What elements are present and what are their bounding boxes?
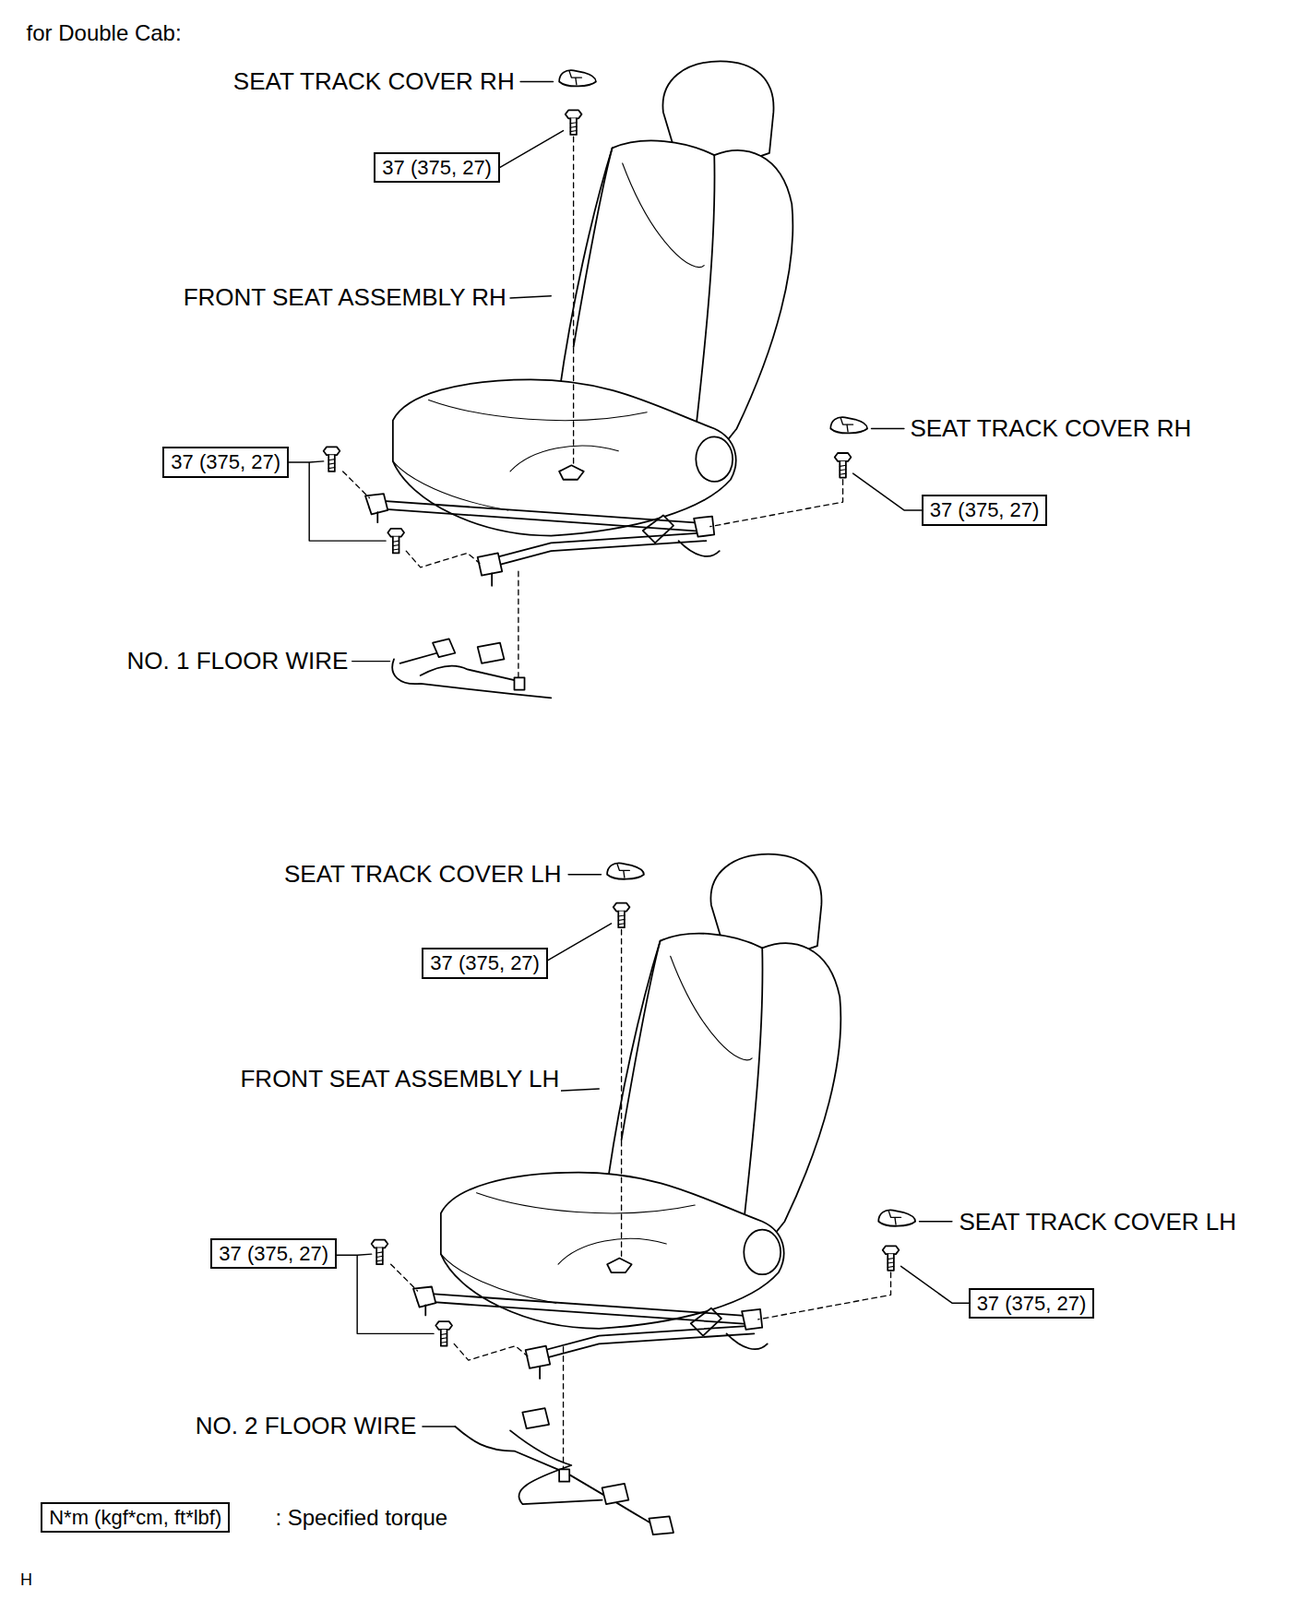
node-text: 37 (375, 27) [218, 1241, 329, 1265]
node-text: 37 (375, 27) [170, 450, 281, 474]
node-text: 37 (375, 27) [381, 155, 492, 179]
node-text: 37 (375, 27) [977, 1291, 1087, 1315]
torque-box: 37 (375, 27) [421, 947, 549, 978]
node-text: 37 (375, 27) [429, 951, 540, 975]
node-text: 37 (375, 27) [929, 498, 1040, 522]
part-label: NO. 2 FLOOR WIRE [193, 1412, 419, 1441]
part-label: FRONT SEAT ASSEMBLY LH [238, 1065, 561, 1094]
part-label: SEAT TRACK COVER LH [956, 1208, 1239, 1237]
part-label: SEAT TRACK COVER RH [907, 415, 1193, 443]
torque-box: 37 (375, 27) [162, 446, 289, 477]
floor-wire-2 [422, 1346, 674, 1535]
part-label: SEAT TRACK COVER RH [231, 68, 517, 96]
torque-box: 37 (375, 27) [921, 494, 1049, 525]
diagram-title: for Double Cab: [24, 20, 184, 47]
part-label: NO. 1 FLOOR WIRE [125, 647, 351, 676]
part-label: H [18, 1570, 35, 1590]
part-label: FRONT SEAT ASSEMBLY RH [181, 284, 509, 312]
seat-lh-drawing [336, 854, 970, 1379]
node-text: N*m (kgf*cm, ft*lbf) [48, 1505, 222, 1529]
seat-rh-drawing [288, 60, 922, 585]
torque-box: 37 (375, 27) [373, 152, 501, 183]
torque-box: 37 (375, 27) [968, 1287, 1096, 1319]
part-label: : Specified torque [273, 1504, 450, 1531]
part-label: SEAT TRACK COVER LH [282, 860, 564, 889]
floor-wire-1 [352, 571, 552, 698]
unit-key-box: N*m (kgf*cm, ft*lbf) [40, 1501, 230, 1533]
torque-box: 37 (375, 27) [210, 1238, 337, 1269]
